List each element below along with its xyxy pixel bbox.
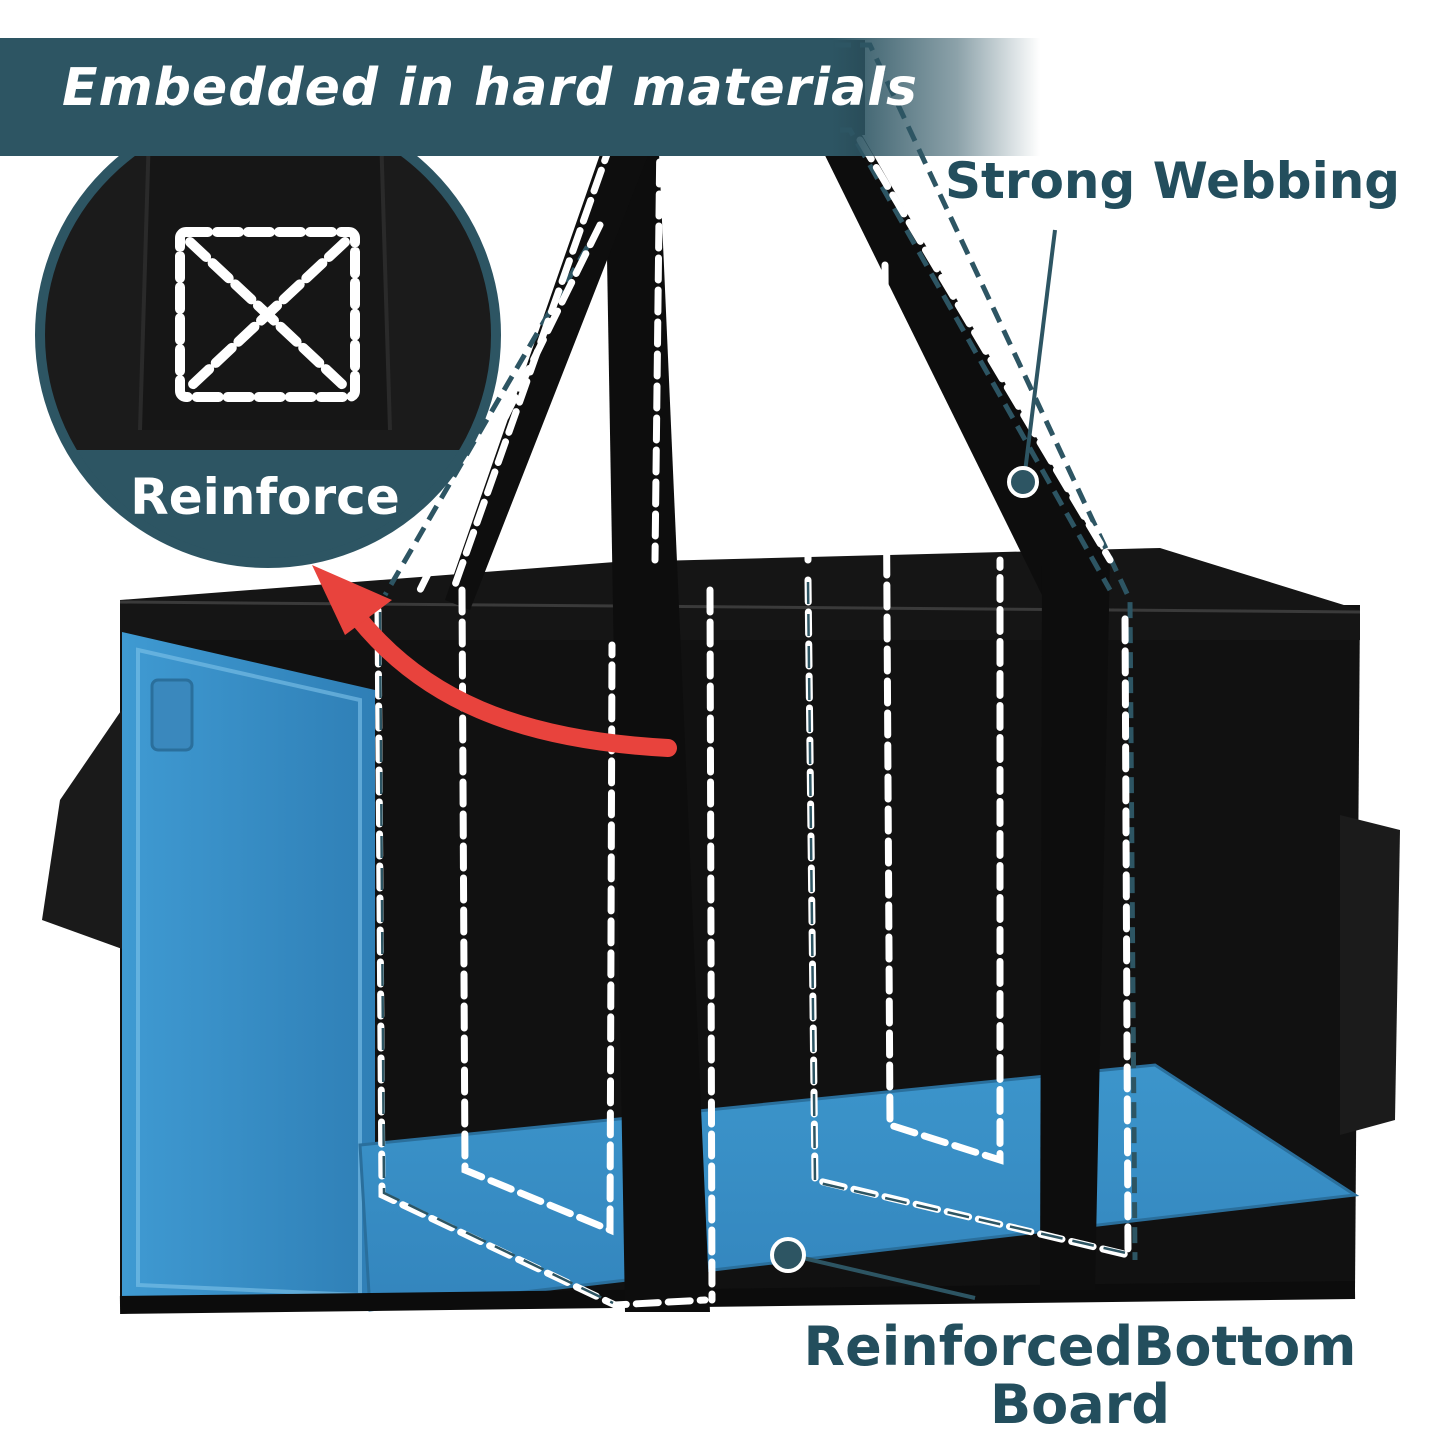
left-pocket [42, 705, 125, 950]
webbing-leader-dot [1007, 466, 1039, 498]
bottom-leader-line [789, 1253, 976, 1300]
webbing-leader-line [1022, 229, 1057, 481]
reinforced-bottom-line2: Board [990, 1373, 1170, 1436]
right-pocket [1340, 815, 1400, 1135]
left-handle-strap [605, 130, 710, 1312]
reinforced-bottom-line1: ReinforcedBottom [803, 1315, 1357, 1378]
reinforced-bottom-label: ReinforcedBottom Board [800, 1318, 1360, 1434]
side-panel [122, 632, 375, 1310]
curved-arrow-icon [312, 565, 677, 757]
bottom-leader-dot [770, 1237, 806, 1273]
headline-text: Embedded in hard materials [62, 58, 918, 118]
x-box-stitch-icon [175, 227, 360, 402]
headline-banner [0, 38, 1040, 156]
reinforce-label: Reinforce [130, 468, 400, 526]
strong-webbing-label: Strong Webbing [945, 152, 1401, 210]
